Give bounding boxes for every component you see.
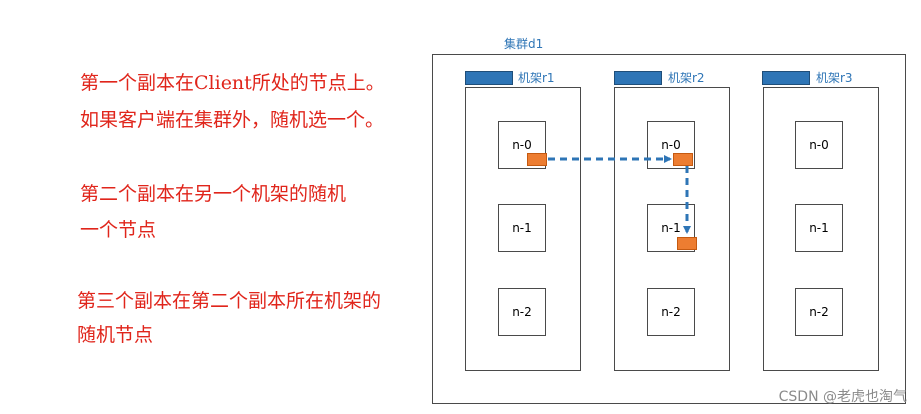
- rack-label-r2: 机架r2: [668, 71, 705, 85]
- replica-block-3: [677, 237, 697, 250]
- note-third-replica-cont: 随机节点: [77, 324, 154, 346]
- rack-r3-node-2: n-2: [795, 288, 843, 336]
- note-first-replica: 第一个副本在Client所处的节点上。: [80, 72, 385, 94]
- rack-tab-r3: [762, 71, 810, 85]
- replica-block-1: [527, 153, 547, 166]
- rack-r3-node-0: n-0: [795, 121, 843, 169]
- rack-tab-r2: [614, 71, 662, 85]
- rack-tab-r1: [465, 71, 513, 85]
- rack-label-r3: 机架r3: [816, 71, 853, 85]
- replica-block-2: [673, 153, 693, 166]
- watermark: CSDN @老虎也淘气: [778, 389, 907, 405]
- note-second-replica: 第二个副本在另一个机架的随机: [80, 183, 347, 205]
- note-third-replica: 第三个副本在第二个副本所在机架的: [77, 290, 382, 312]
- rack-r1-node-1: n-1: [498, 204, 546, 252]
- rack-r1-node-2: n-2: [498, 288, 546, 336]
- rack-r2-node-2: n-2: [647, 288, 695, 336]
- rack-r3-node-1: n-1: [795, 204, 843, 252]
- note-client-outside: 如果客户端在集群外，随机选一个。: [80, 109, 385, 131]
- cluster-box: [432, 54, 906, 404]
- cluster-label: 集群d1: [504, 37, 544, 51]
- rack-label-r1: 机架r1: [518, 71, 555, 85]
- note-second-replica-cont: 一个节点: [80, 219, 157, 241]
